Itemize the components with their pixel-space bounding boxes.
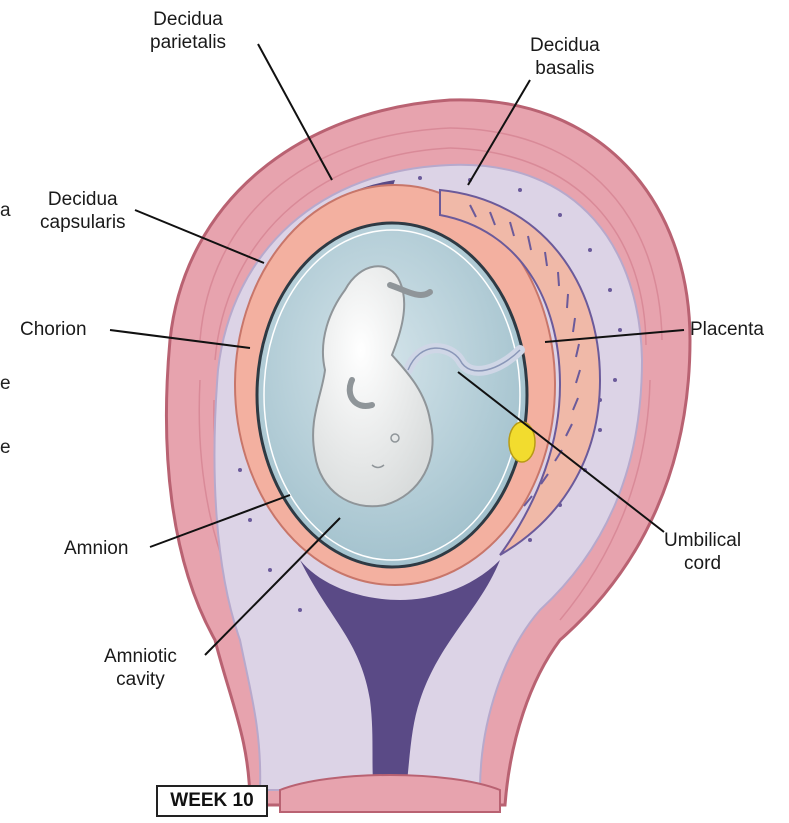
cervix	[280, 775, 500, 812]
label-line: capsularis	[40, 211, 126, 234]
label-line: parietalis	[150, 31, 226, 54]
label-amniotic-cavity: Amniotic cavity	[104, 645, 177, 691]
label-decidua-basalis: Decidua basalis	[530, 34, 600, 80]
label-line: Umbilical	[664, 529, 741, 552]
label-line: Decidua	[530, 34, 600, 57]
label-umbilical-cord: Umbilical cord	[664, 529, 741, 575]
edge-fragment: e	[0, 437, 11, 459]
edge-fragment: a	[0, 200, 11, 222]
label-line: cavity	[104, 668, 177, 691]
label-line: cord	[664, 552, 741, 575]
label-amnion: Amnion	[64, 537, 128, 560]
label-chorion: Chorion	[20, 318, 87, 341]
edge-fragment: e	[0, 373, 11, 395]
label-decidua-capsularis: Decidua capsularis	[40, 188, 126, 234]
label-placenta: Placenta	[690, 318, 764, 341]
label-line: Decidua	[150, 8, 226, 31]
label-line: Amniotic	[104, 645, 177, 668]
label-line: basalis	[530, 57, 600, 80]
label-decidua-parietalis: Decidua parietalis	[150, 8, 226, 54]
label-line: Decidua	[40, 188, 126, 211]
week-badge: WEEK 10	[156, 785, 268, 817]
